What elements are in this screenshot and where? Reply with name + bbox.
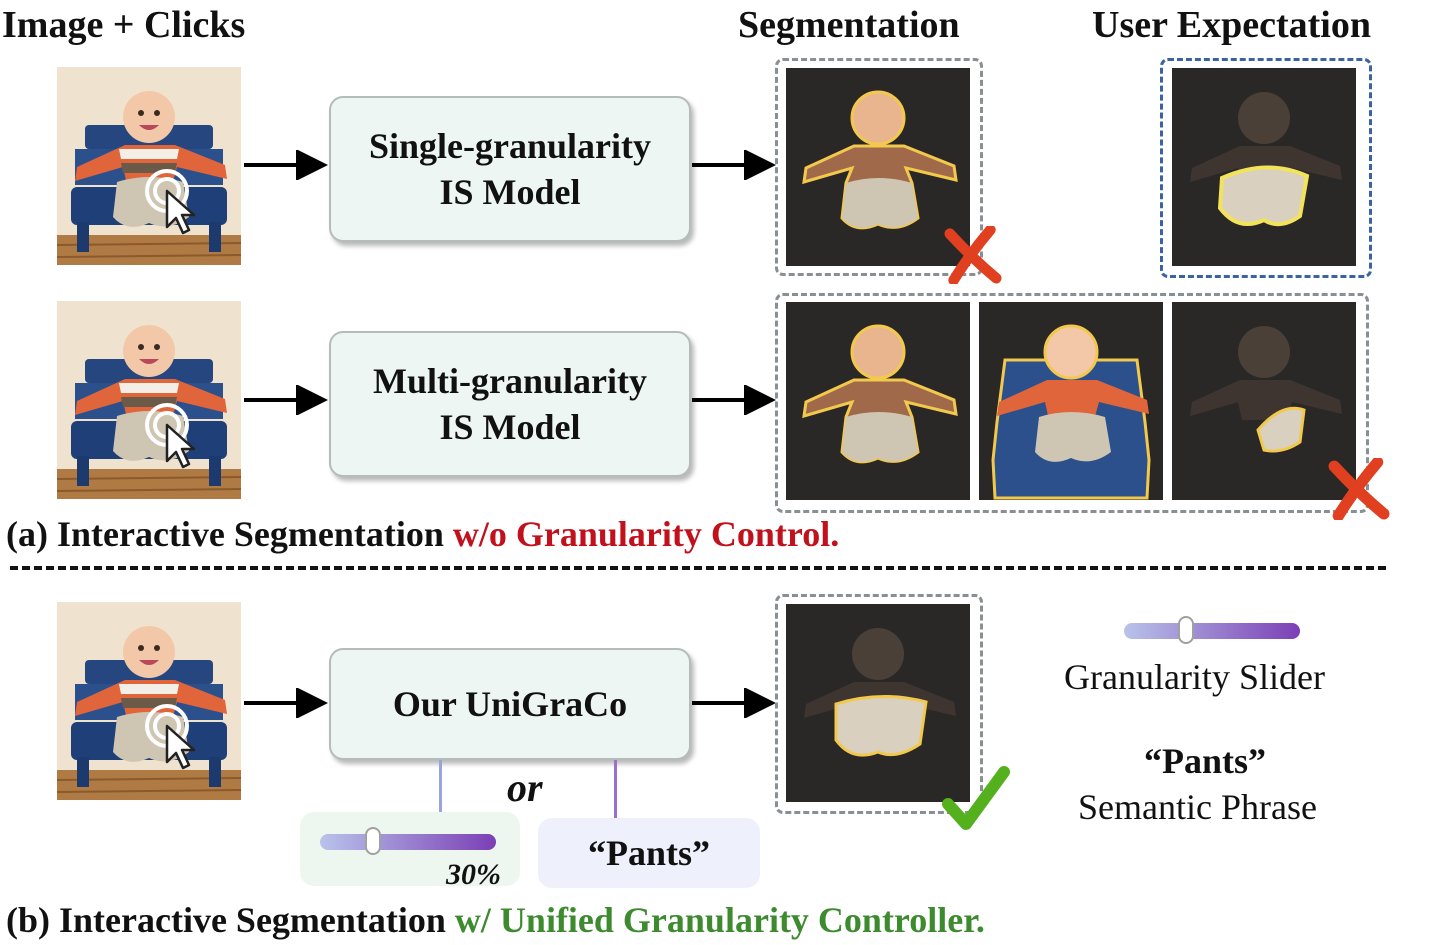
legend-slider-icon	[1122, 616, 1302, 644]
caption-b-prefix: (b) Interactive Segmentation	[6, 900, 455, 940]
model-title-line1: Single-granularity	[368, 126, 651, 166]
arrow-icon	[244, 385, 328, 415]
header-image-clicks: Image + Clicks	[2, 4, 246, 46]
multi-granularity-model-box: Multi-granularity IS Model	[329, 331, 691, 477]
fail-x-icon	[944, 226, 1002, 284]
multi-result-leg	[1172, 302, 1356, 500]
legend-phrase-label: Semantic Phrase	[1078, 787, 1317, 827]
phrase-connector-line	[614, 760, 617, 818]
click-cursor-icon	[143, 401, 203, 471]
input-photo-row2	[57, 301, 241, 499]
user-expectation-result	[1172, 68, 1356, 266]
fail-x-icon	[1328, 458, 1390, 520]
single-granularity-model-box: Single-granularity IS Model	[329, 96, 691, 242]
segmentation-result-frame-row3	[775, 594, 983, 814]
model-title-line2: IS Model	[439, 407, 581, 447]
slider-thumb[interactable]	[364, 827, 381, 855]
click-cursor-icon	[143, 167, 203, 237]
legend-phrase-example: “Pants”	[1144, 741, 1267, 781]
caption-b-highlight: w/ Unified Granularity Controller.	[454, 900, 985, 940]
header-segmentation: Segmentation	[738, 4, 960, 46]
legend-slider-thumb	[1178, 616, 1194, 644]
caption-a-prefix: (a) Interactive Segmentation	[6, 514, 453, 554]
caption-b: (b) Interactive Segmentation w/ Unified …	[6, 902, 985, 938]
user-expectation-frame	[1160, 58, 1372, 278]
multi-results-frame	[775, 293, 1369, 513]
success-check-icon	[942, 766, 1010, 830]
header-user-expectation: User Expectation	[1092, 4, 1371, 46]
legend-slider-label: Granularity Slider	[1064, 657, 1325, 697]
arrow-icon	[244, 688, 328, 718]
slider-connector-line	[439, 760, 442, 818]
caption-a-highlight: w/o Granularity Control.	[452, 514, 840, 554]
phrase-text: “Pants”	[587, 833, 710, 873]
section-divider	[10, 566, 1386, 570]
model-title-line1: Multi-granularity	[373, 361, 647, 401]
slider-value: 30%	[446, 858, 501, 891]
input-photo-row3	[57, 602, 241, 800]
click-cursor-icon	[143, 702, 203, 772]
multi-result-person-chair	[979, 302, 1163, 500]
caption-a: (a) Interactive Segmentation w/o Granula…	[6, 516, 839, 552]
unigraco-model-box: Our UniGraCo	[329, 648, 691, 760]
semantic-phrase-input[interactable]: “Pants”	[538, 818, 760, 888]
arrow-icon	[692, 150, 776, 180]
segmentation-result-row1	[786, 68, 970, 266]
or-label: or	[507, 765, 543, 810]
input-photo-row1	[57, 67, 241, 265]
model-title: Our UniGraCo	[392, 684, 628, 724]
arrow-icon	[692, 385, 776, 415]
arrow-icon	[692, 688, 776, 718]
granularity-slider[interactable]	[318, 827, 498, 855]
arrow-icon	[244, 150, 328, 180]
segmentation-result-frame-row1	[775, 58, 983, 276]
segmentation-result-row3	[786, 604, 970, 802]
multi-result-person	[786, 302, 970, 500]
model-title-line2: IS Model	[439, 172, 581, 212]
